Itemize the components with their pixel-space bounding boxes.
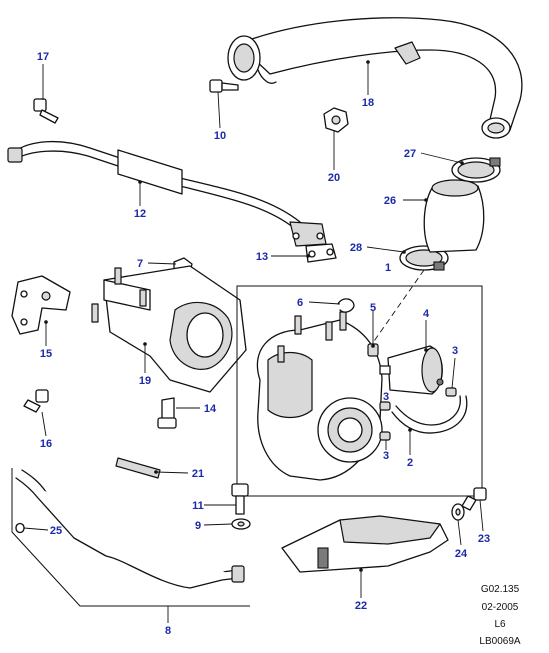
assembly-dashed-line xyxy=(371,269,425,345)
drain-pipe-frame xyxy=(11,468,250,607)
stud-21-part xyxy=(115,457,161,479)
nut-20-part xyxy=(323,107,349,133)
washer-24-part xyxy=(451,503,465,521)
washer-9-part xyxy=(231,518,251,530)
bracket-15-part xyxy=(11,275,71,335)
callout-9: 9 xyxy=(195,520,201,532)
hose-26-part xyxy=(423,179,485,253)
drawing-date: 02-2005 xyxy=(482,602,519,613)
callout-7: 7 xyxy=(137,258,143,270)
manifold-adapter-19-part xyxy=(91,265,247,393)
callout-3-actuator: 3 xyxy=(452,345,458,357)
turbo-assembly-frame xyxy=(236,285,483,497)
callout-18: 18 xyxy=(362,97,374,109)
gasket-13-part xyxy=(305,243,337,263)
callout-1: 1 xyxy=(385,262,391,274)
callout-17: 17 xyxy=(37,51,49,63)
wastegate-actuator-4-part xyxy=(379,345,444,395)
heat-shield-22-part xyxy=(281,515,449,573)
callout-11: 11 xyxy=(192,500,204,512)
drawing-reference: LB0069A xyxy=(479,636,520,647)
callout-numbers: 17 10 18 20 27 26 12 28 13 7 1 6 5 4 15 … xyxy=(37,51,490,637)
intake-hose-part xyxy=(227,17,523,139)
callout-12: 12 xyxy=(134,208,146,220)
callout-2: 2 xyxy=(407,457,413,469)
callout-24: 24 xyxy=(455,548,468,560)
turbocharger-part xyxy=(256,311,383,481)
bolt-11-part xyxy=(231,483,249,515)
callout-20: 20 xyxy=(328,172,340,184)
oil-drain-pipe-8-part xyxy=(15,469,245,589)
callout-13: 13 xyxy=(256,251,268,263)
bolt-10-part xyxy=(209,79,239,93)
callout-22: 22 xyxy=(355,600,367,612)
callout-21: 21 xyxy=(192,468,204,480)
section-code: G02.135 xyxy=(481,584,520,595)
leader-lines xyxy=(23,60,484,623)
bolt-16-part xyxy=(23,389,49,413)
variant-code: L6 xyxy=(494,619,506,630)
oil-pipe-12-part xyxy=(7,140,327,247)
callout-28: 28 xyxy=(350,242,362,254)
callout-4: 4 xyxy=(423,308,430,320)
callout-5: 5 xyxy=(370,302,376,314)
callout-19: 19 xyxy=(139,375,151,387)
bolt-17-part xyxy=(33,98,59,124)
clip-3-parts xyxy=(379,387,457,441)
bolt-23-part xyxy=(461,487,487,511)
callout-26: 26 xyxy=(384,195,396,207)
clamp-27-part xyxy=(451,157,501,183)
callout-3-lower: 3 xyxy=(383,450,389,462)
callout-3-upper: 3 xyxy=(383,391,389,403)
hose-2-part xyxy=(391,395,468,434)
callout-14: 14 xyxy=(204,403,217,415)
clip-6-part xyxy=(337,298,355,313)
callout-10: 10 xyxy=(214,130,226,142)
callout-23: 23 xyxy=(478,533,490,545)
bolt-14-part xyxy=(157,397,177,429)
callout-6: 6 xyxy=(297,297,303,309)
callout-16: 16 xyxy=(40,438,52,450)
clip-25-part xyxy=(15,522,25,534)
callout-25: 25 xyxy=(50,525,62,537)
callout-27: 27 xyxy=(404,148,416,160)
drawing-info-block: G02.135 02-2005 L6 LB0069A xyxy=(479,584,520,647)
callout-8: 8 xyxy=(165,625,171,637)
callout-15: 15 xyxy=(40,348,52,360)
